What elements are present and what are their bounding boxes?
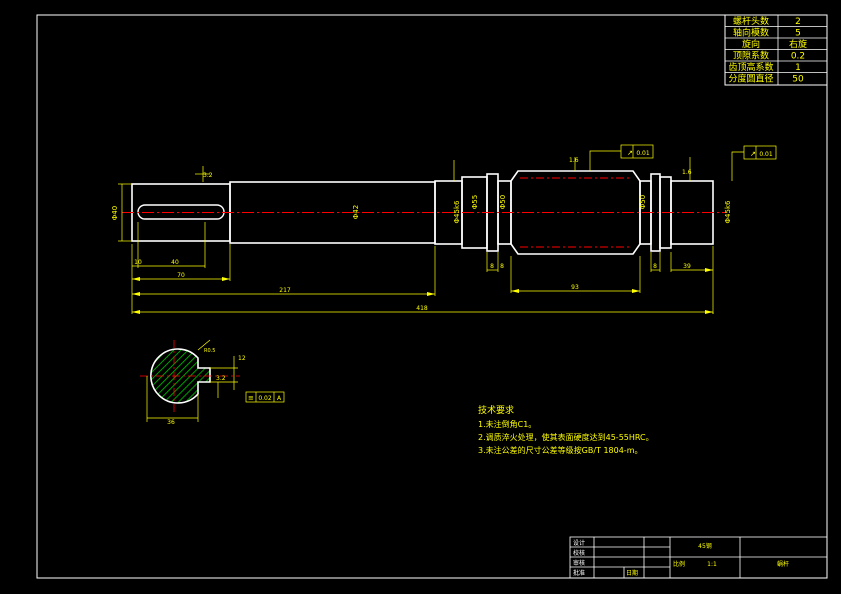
dim-len-middle: 217 [279, 287, 291, 294]
table-label: 分度圆直径 [728, 73, 773, 85]
title-scale-value: 1:1 [707, 561, 717, 568]
runout-value: 0.01 [759, 151, 773, 158]
dim-dia-shoulder-right: Φ50 [639, 195, 647, 209]
dim-len-total: 418 [416, 305, 428, 312]
title-date: 日期 [626, 569, 638, 577]
runout-symbol: ↗ [750, 150, 756, 158]
dim-dia-shoulder-left: Φ50 [499, 195, 507, 209]
title-approve: 批准 [573, 569, 585, 577]
table-value: 右旋 [789, 38, 807, 50]
section-hatch [150, 348, 211, 404]
dim-dia-bearing-left: Φ45k6 [453, 200, 461, 223]
title-check: 校核 [573, 549, 585, 557]
dim-gap-a: 8 [490, 263, 494, 270]
table-value: 1 [795, 63, 801, 73]
table-value: 2 [795, 17, 801, 27]
symmetry-symbol: ≡ [248, 394, 254, 402]
note-line: 1.未注倒角C1。 [478, 419, 536, 429]
roughness-label: 1.6 [569, 157, 579, 164]
roughness-label: 3.2 [203, 172, 213, 179]
title-material: 45钢 [698, 542, 712, 550]
key-section-view: 36 12 3.2 R0.5 ≡ 0.02 A [140, 339, 285, 426]
table-label: 旋向 [742, 38, 760, 50]
roughness-label: 1.6 [682, 169, 692, 176]
dim-dia-left-step: Φ42 [352, 205, 360, 219]
title-scale-label: 比例 [673, 560, 685, 568]
title-part-name: 蜗杆 [777, 560, 789, 568]
section-roughness: 3.2 [216, 375, 226, 382]
dim-len-key: 40 [171, 259, 179, 266]
gear-parameter-table: 螺杆头数 2 轴向模数 5 旋向 右旋 顶隙系数 0.2 齿顶高系数 1 分度圆… [724, 14, 828, 86]
notes-title: 技术要求 [478, 404, 514, 416]
table-label: 顶隙系数 [733, 50, 769, 62]
table-value: 5 [795, 29, 801, 39]
note-line: 2.调质淬火处理，使其表面硬度达到45-55HRC。 [478, 432, 654, 442]
title-block [569, 536, 828, 579]
runout-value: 0.01 [636, 150, 650, 157]
table-label: 齿顶高系数 [728, 61, 773, 73]
table-label: 螺杆头数 [733, 15, 769, 27]
table-label: 轴向模数 [733, 27, 769, 39]
dim-gap-c: 8 [653, 263, 657, 270]
note-line: 3.未注公差的尺寸公差等级按GB/T 1804-m。 [478, 445, 642, 455]
dim-dia-collar: Φ55 [471, 195, 479, 209]
dim-len-worm: 93 [571, 284, 579, 291]
title-design: 设计 [573, 539, 585, 547]
dim-len-first: 70 [177, 272, 185, 279]
drawing-border [36, 14, 828, 579]
runout-symbol: ↗ [627, 149, 633, 157]
dimension-lines [118, 144, 777, 314]
dim-len-key-start: 10 [134, 259, 142, 266]
dim-len-right: 39 [683, 263, 691, 270]
table-value: 50 [792, 75, 804, 85]
section-width-label: 36 [167, 419, 175, 426]
dim-key-dia: Φ40 [111, 206, 119, 220]
section-depth-label: 12 [238, 355, 246, 362]
section-sym-ref: A [277, 395, 282, 402]
dim-dia-right: Φ45k6 [724, 200, 732, 223]
dim-gap-b: 8 [500, 263, 504, 270]
title-review: 审核 [573, 559, 585, 567]
section-sym-tol: 0.02 [258, 395, 272, 402]
table-value: 0.2 [791, 52, 805, 62]
section-radius: R0.5 [204, 348, 215, 354]
